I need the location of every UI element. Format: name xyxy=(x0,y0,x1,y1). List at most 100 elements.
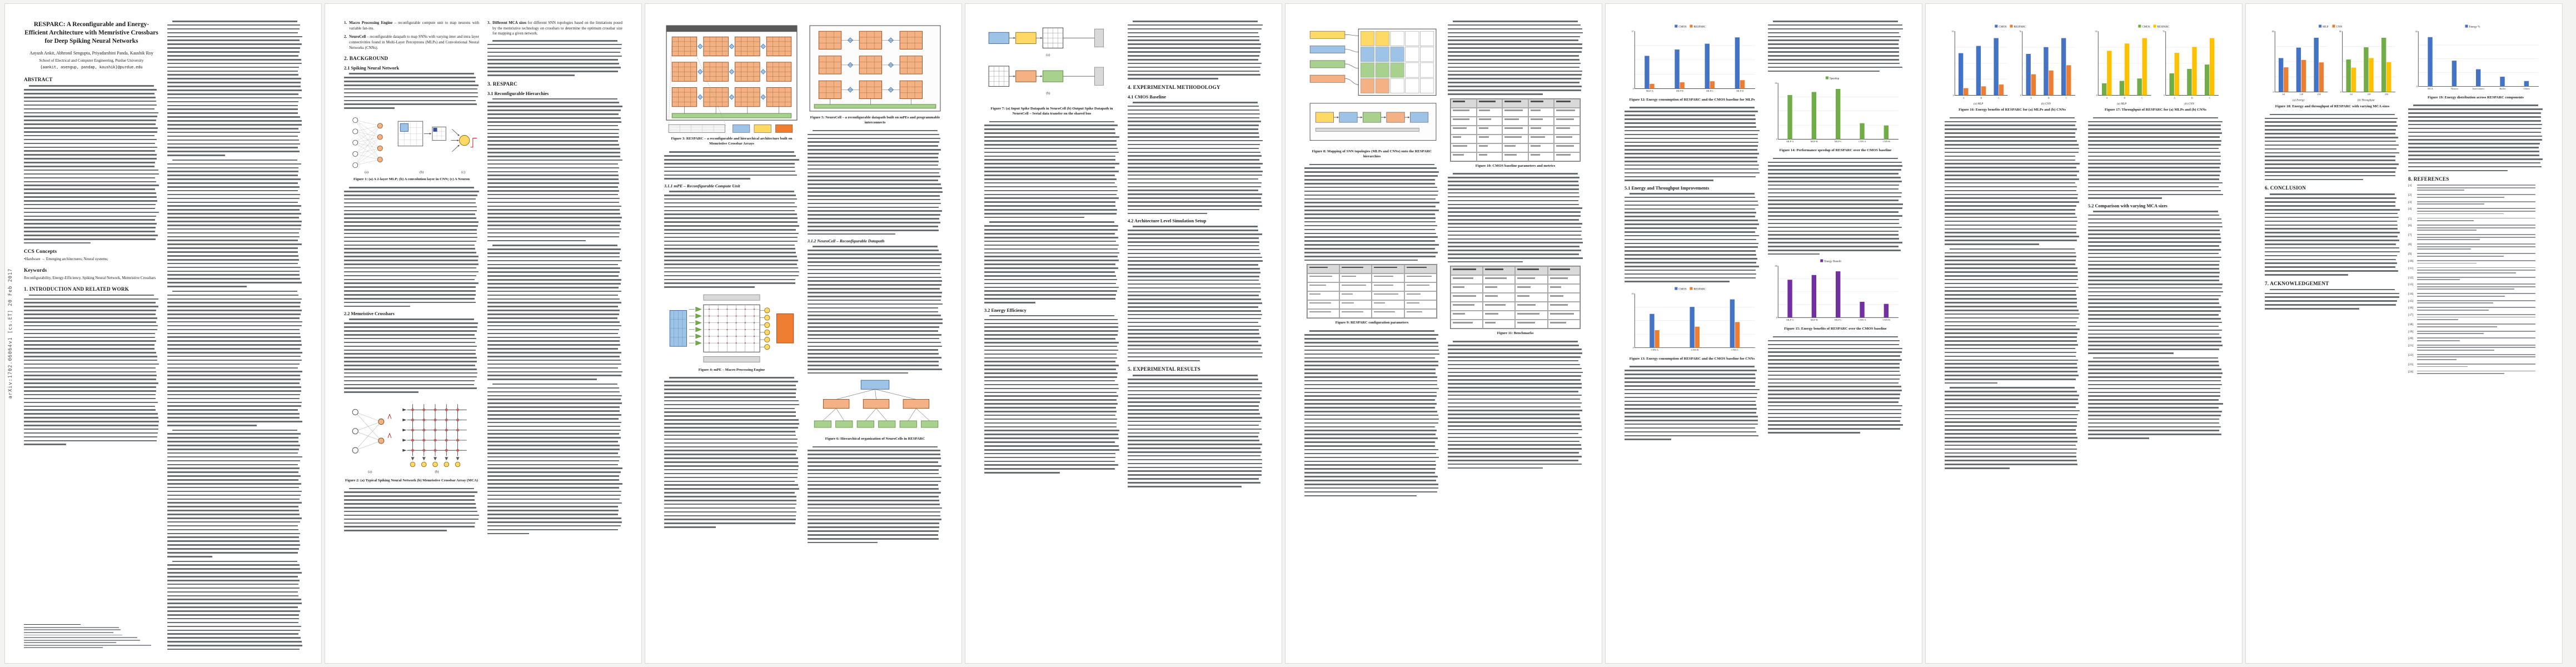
text-line xyxy=(664,507,795,509)
reference-lines xyxy=(2417,208,2543,216)
text-line xyxy=(2408,135,2543,137)
text-line xyxy=(2088,193,2223,196)
text-line xyxy=(2088,147,2219,150)
text-line xyxy=(1768,165,1903,167)
table-cell-bar xyxy=(1556,136,1573,138)
svg-text:78: 78 xyxy=(2163,30,2165,33)
text-line xyxy=(1768,226,1902,228)
text-line xyxy=(1625,118,1756,120)
text-line xyxy=(984,193,1117,196)
text-line xyxy=(1625,220,1758,221)
text-line xyxy=(1128,360,1200,362)
section-heading: 5.2 Comparison with varying MCA sizes xyxy=(2088,203,2168,208)
text-line xyxy=(808,250,939,251)
text-line xyxy=(1625,389,1760,391)
text-line xyxy=(984,430,1119,432)
section-heading: 3.1.2 NeuroCell – Reconfigurable Datapat… xyxy=(808,238,885,244)
text-line xyxy=(1128,409,1259,411)
reference-number: [19] xyxy=(2408,330,2414,334)
text-line xyxy=(167,321,302,323)
text-line xyxy=(1128,317,1261,320)
text-line xyxy=(1304,449,1439,451)
text-line xyxy=(24,100,157,102)
text-line xyxy=(167,482,301,485)
text-line xyxy=(1768,432,1860,434)
text-line xyxy=(172,429,298,431)
text-line xyxy=(1625,153,1760,155)
text-line xyxy=(2265,304,2396,306)
text-line xyxy=(1625,172,1760,174)
table-cell xyxy=(1404,300,1437,310)
text-line xyxy=(1768,62,1900,64)
figure-caption: Figure 8: Mapping of SNN topologies (MLP… xyxy=(1312,149,1432,158)
text-line xyxy=(1128,109,1259,111)
reference-lines xyxy=(2417,307,2543,312)
figure: Figure 8: Mapping of SNN topologies (MLP… xyxy=(1304,23,1439,160)
reference-line xyxy=(2417,262,2477,264)
text-line xyxy=(167,39,300,42)
table-header-bar xyxy=(1406,266,1427,268)
text-line xyxy=(1304,198,1436,200)
text-line xyxy=(1945,178,2080,180)
text-line xyxy=(167,441,299,442)
text-line xyxy=(2088,333,2219,335)
text-line xyxy=(808,257,941,259)
footnote-line xyxy=(24,639,141,641)
text-line xyxy=(808,149,941,151)
text-line xyxy=(2265,274,2348,276)
text-line xyxy=(167,521,301,523)
text-line xyxy=(167,371,302,373)
text-line xyxy=(1128,230,1259,231)
text-line xyxy=(664,286,755,288)
text-line xyxy=(1625,216,1756,217)
reference-lines xyxy=(2417,363,2543,369)
text-line xyxy=(348,318,475,320)
text-line xyxy=(984,209,1117,211)
text-line xyxy=(1448,230,1582,232)
text-line xyxy=(2265,133,2395,135)
text-line xyxy=(487,340,620,342)
text-line xyxy=(1448,456,1582,457)
text-line xyxy=(487,197,620,200)
text-line xyxy=(24,355,158,357)
paragraph xyxy=(344,318,479,393)
text-line xyxy=(1448,261,1523,263)
text-line xyxy=(24,413,158,415)
reference-item: [3] xyxy=(2408,201,2543,206)
text-line xyxy=(1448,379,1581,381)
paragraph xyxy=(984,121,1119,218)
text-line xyxy=(1128,32,1259,34)
text-line xyxy=(24,203,156,206)
svg-text:46: 46 xyxy=(2415,30,2418,33)
text-line xyxy=(487,328,620,331)
text-line xyxy=(984,445,1119,447)
text-line xyxy=(1625,377,1756,379)
text-line xyxy=(2408,116,2541,118)
table-cell-bar xyxy=(1530,127,1542,129)
text-line xyxy=(344,96,478,98)
text-line xyxy=(167,294,298,296)
text-line xyxy=(1452,21,1578,22)
table-cell xyxy=(1547,311,1581,320)
text-line xyxy=(1304,437,1438,439)
text-line xyxy=(167,51,300,53)
text-line xyxy=(487,317,618,319)
svg-text:(a) MLP: (a) MLP xyxy=(1974,102,1983,106)
section-heading: 4.1 CMOS Baseline xyxy=(1128,94,1166,99)
mpe-compute-unit-diagram xyxy=(669,294,794,362)
text-line xyxy=(1128,147,1259,150)
text-line xyxy=(664,178,750,180)
text-line xyxy=(487,421,622,424)
text-line xyxy=(1304,255,1436,257)
text-line xyxy=(2265,197,2397,199)
text-line xyxy=(167,143,300,145)
text-line xyxy=(808,503,940,505)
text-line xyxy=(487,232,620,234)
text-line xyxy=(167,633,299,635)
text-line xyxy=(2408,139,2542,141)
text-line xyxy=(1448,394,1582,396)
text-line xyxy=(2265,232,2400,233)
text-line xyxy=(808,337,939,340)
text-line xyxy=(1128,66,1260,68)
